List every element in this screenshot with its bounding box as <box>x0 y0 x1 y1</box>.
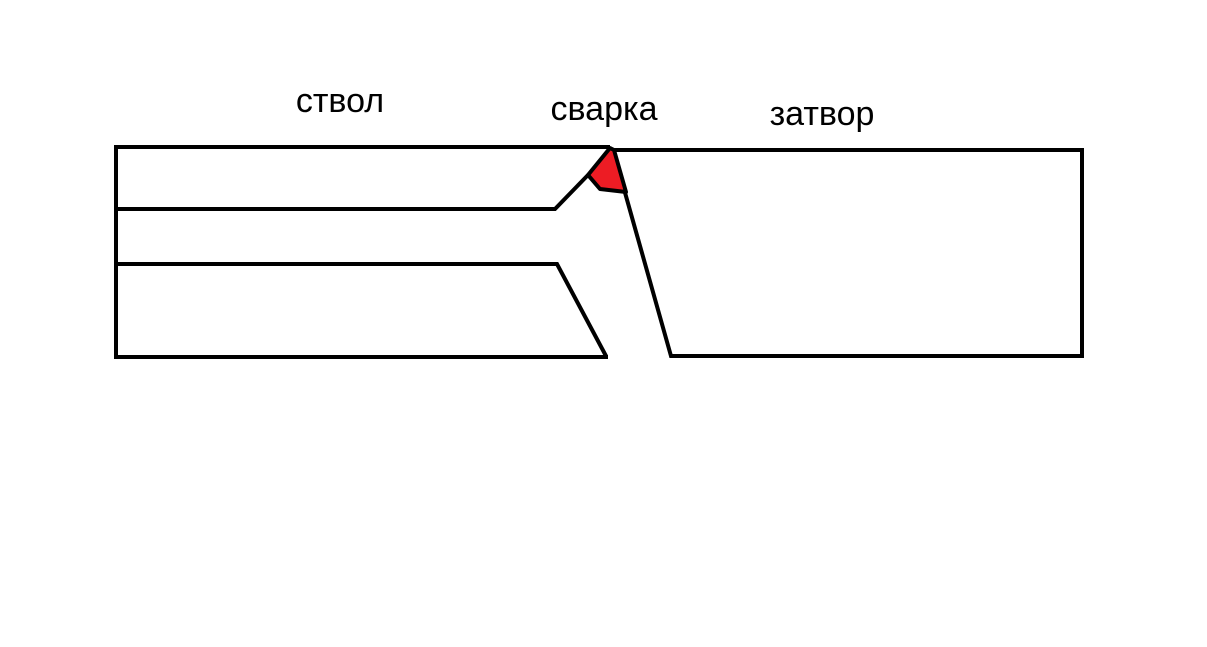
barrel-bore-top <box>116 173 590 211</box>
weld-bead <box>586 146 628 194</box>
label-weld: сварка <box>550 90 657 128</box>
bolt-outline <box>611 148 1084 358</box>
label-barrel: ствол <box>296 82 384 120</box>
barrel-outline <box>114 145 610 359</box>
barrel-bore-bottom <box>116 262 608 357</box>
label-bolt: затвор <box>770 95 875 133</box>
